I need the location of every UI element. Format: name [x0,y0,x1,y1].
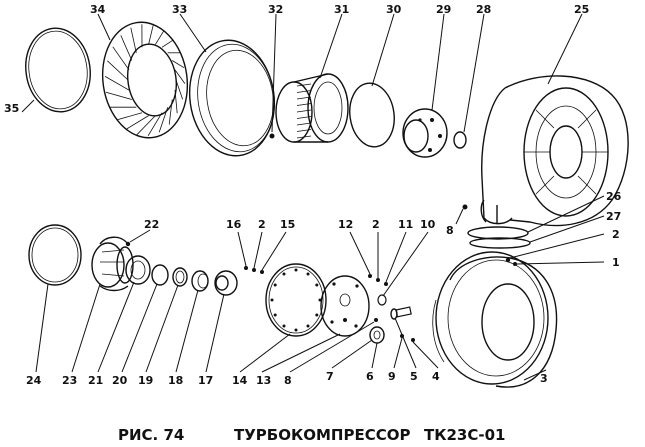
callout-2-left: 2 [258,218,266,231]
callout-5: 5 [410,370,418,383]
part-32-pin [269,133,275,139]
leader-lines [21,13,605,381]
part-22-pin [125,241,131,247]
callout-7: 7 [326,370,334,383]
part-33-disc [188,39,276,157]
part-18-sleeve [191,270,209,292]
part-25-turbine-housing [480,75,629,227]
part-4-nut [411,338,415,342]
callout-19: 19 [138,374,153,387]
callout-11: 11 [398,218,413,231]
caption-figure-number: РИС. 74 [118,426,184,444]
part-6-fitting [369,326,385,344]
callout-labels: 35 34 33 32 31 30 29 28 25 8 26 27 2 1 2… [4,3,622,387]
part-12-bolt [368,274,372,278]
callout-16: 16 [226,218,242,231]
part-21-bearing [125,255,151,285]
callout-23: 23 [62,374,77,387]
part-8-upper-pin [462,204,468,210]
part-13-plate [320,275,370,337]
callout-13: 13 [256,374,271,387]
callout-3: 3 [540,372,548,385]
callout-27: 27 [606,210,621,223]
part-2-stud [252,268,256,272]
part-5-bolt [390,306,412,320]
callout-31: 31 [334,3,349,16]
part-8-lower-pin [374,318,378,322]
callout-34: 34 [90,3,106,16]
callout-4: 4 [432,370,440,383]
callout-26: 26 [606,190,622,203]
part-19-ring [172,267,188,287]
part-23-compressor-wheel [91,236,134,292]
callout-24: 24 [26,374,42,387]
figure-caption: РИС. 74 ТУРБОКОМПРЕССОР ТК23С-01 [118,426,505,444]
callout-10: 10 [420,218,436,231]
part-35-ring [25,27,91,113]
caption-title: ТУРБОКОМПРЕССОР [234,426,410,444]
part-3-compressor-housing [432,251,558,388]
callout-29: 29 [436,3,451,16]
part-10-washer [377,294,387,306]
callout-22: 22 [144,218,159,231]
part-15-stud [260,270,264,274]
part-34-vaned-ring [101,21,189,139]
callout-17: 17 [198,374,213,387]
callout-15: 15 [280,218,295,231]
callout-14: 14 [232,374,248,387]
callout-1: 1 [612,256,620,269]
callout-8-upper: 8 [446,224,454,237]
callout-8-lower: 8 [284,374,292,387]
callout-30: 30 [386,3,402,16]
part-28-small-ring [453,131,467,149]
caption-model: ТК23С-01 [424,426,505,444]
part-2-bolt-mid [376,278,380,282]
callout-18: 18 [168,374,183,387]
part-24-ring [28,224,82,286]
callout-6: 6 [366,370,374,383]
callout-9: 9 [388,370,396,383]
part-29-flange [402,108,448,158]
part-30-ring [349,82,395,148]
callout-33: 33 [172,3,187,16]
part-17-thrust-collar [214,270,238,296]
callout-25: 25 [574,3,589,16]
callout-2-right: 2 [612,228,620,241]
callout-20: 20 [112,374,128,387]
part-20-washer [151,264,169,286]
callout-35: 35 [4,102,19,115]
callout-21: 21 [88,374,103,387]
part-14-gasket [265,263,327,337]
callout-2-mid: 2 [372,218,380,231]
callout-28: 28 [476,3,491,16]
callout-12: 12 [338,218,353,231]
part-16-stud [244,266,248,270]
part-26-27-gaskets [467,226,531,249]
part-31-bearing-housing [275,73,349,143]
part-11-bolt [384,282,388,286]
callout-32: 32 [268,3,283,16]
